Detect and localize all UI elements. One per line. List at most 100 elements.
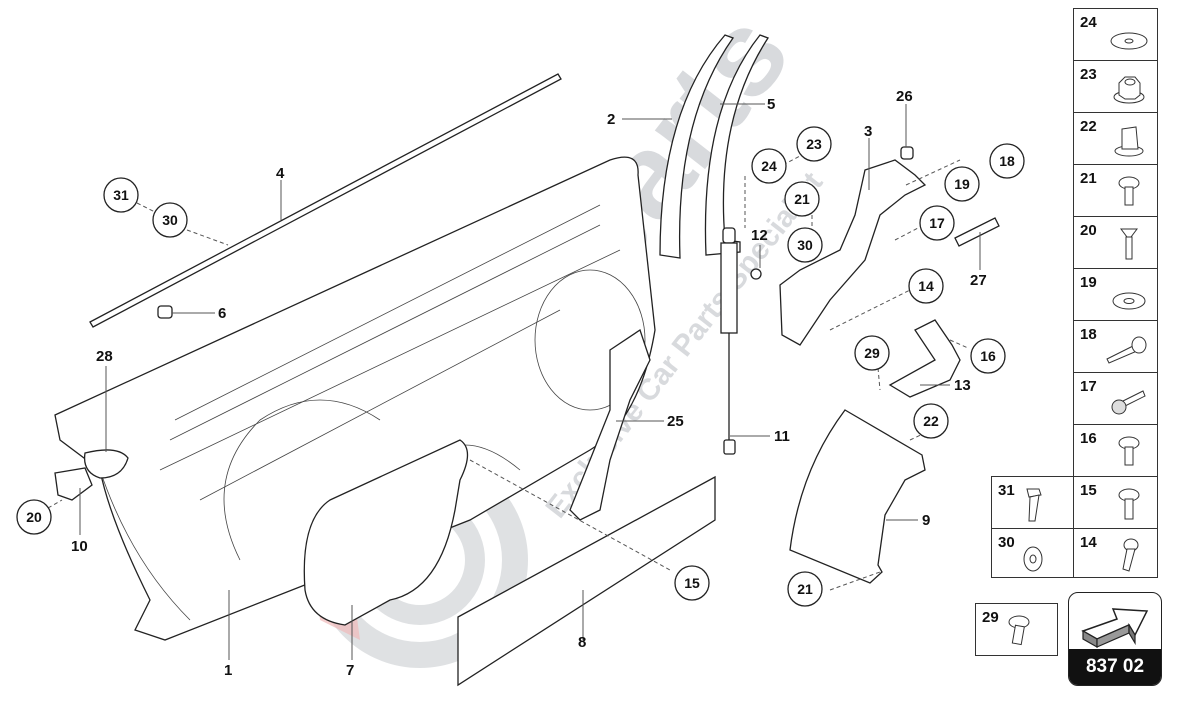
legend-item-21[interactable]: 21: [1073, 164, 1158, 217]
callout-3: 3: [864, 123, 872, 140]
svg-text:31: 31: [113, 187, 129, 203]
washer-icon: [1110, 32, 1148, 50]
legend-item-22[interactable]: 22: [1073, 112, 1158, 165]
bolt-icon: [1106, 336, 1147, 364]
svg-text:17: 17: [929, 215, 945, 231]
svg-text:20: 20: [26, 509, 42, 525]
bolt-with-washer-icon: [1111, 390, 1146, 415]
clip: [157, 305, 173, 319]
torx-screw-icon: [1118, 488, 1140, 520]
callout-circle-30: 30: [152, 202, 188, 238]
door-hinge: [779, 159, 927, 346]
svg-text:21: 21: [797, 581, 813, 597]
legend-item-15[interactable]: 15: [1073, 476, 1158, 529]
callout-circle-23: 23: [796, 126, 832, 162]
callout-27: 27: [970, 272, 987, 289]
legend-item-16[interactable]: 16: [1073, 424, 1158, 477]
torx-screw-icon: [1118, 176, 1140, 206]
next-page-button[interactable]: 837 02: [1068, 592, 1162, 686]
callout-circle-24: 24: [751, 148, 787, 184]
callout-circle-15: 15: [674, 565, 710, 601]
callout-25: 25: [667, 413, 684, 430]
callout-11: 11: [774, 428, 790, 445]
callout-2: 2: [607, 111, 615, 128]
callout-7: 7: [346, 662, 354, 679]
legend-item-31[interactable]: 31: [991, 476, 1074, 529]
callout-4: 4: [276, 165, 285, 182]
hex-bolt-icon: [1026, 488, 1042, 522]
torx-screw-icon: [1118, 436, 1140, 466]
svg-text:15: 15: [684, 575, 700, 591]
torx-screw-icon: [1008, 615, 1030, 646]
bracket: [888, 319, 961, 398]
door-shell: [54, 156, 656, 641]
gas-strut: [720, 227, 738, 455]
callout-8: 8: [578, 634, 586, 651]
callout-circle-17: 17: [919, 205, 955, 241]
callout-circle-31: 31: [103, 177, 139, 213]
arrow-right-icon: [1081, 608, 1149, 649]
legend-item-17[interactable]: 17: [1073, 372, 1158, 425]
svg-text:30: 30: [162, 212, 178, 228]
vapor-barrier: [303, 439, 469, 626]
callout-10: 10: [71, 538, 88, 555]
legend-item-23[interactable]: 23: [1073, 60, 1158, 113]
window-guide: [704, 34, 769, 256]
countersunk-screw-icon: [1120, 228, 1138, 260]
callout-1: 1: [224, 662, 232, 679]
clip-nut-icon: [1114, 126, 1144, 157]
svg-text:18: 18: [999, 153, 1015, 169]
hinge-pin: [954, 217, 1000, 247]
legend-item-18[interactable]: 18: [1073, 320, 1158, 373]
washer-icon: [1023, 546, 1043, 572]
svg-text:19: 19: [954, 176, 970, 192]
sound-insulation-panel: [457, 475, 716, 687]
weatherstrip: [89, 73, 562, 328]
ball-stud: [750, 268, 762, 280]
callout-13: 13: [954, 377, 971, 394]
legend-item-19[interactable]: 19: [1073, 268, 1158, 321]
callout-9: 9: [922, 512, 930, 529]
legend-item-20[interactable]: 20: [1073, 216, 1158, 269]
callout-circle-22: 22: [913, 403, 949, 439]
page-number: 837 02: [1069, 649, 1161, 685]
callout-circle-29: 29: [854, 335, 890, 371]
legend-item-30[interactable]: 30: [991, 528, 1074, 578]
callouts-plain: 1 2 3 4 5 6 7 8 9 10 11 12 13 25 26 27 2…: [71, 88, 987, 679]
callout-12: 12: [751, 227, 768, 244]
callout-circle-30: 30: [787, 227, 823, 263]
callout-28: 28: [96, 348, 113, 365]
svg-text:24: 24: [761, 158, 777, 174]
hinge-bushing: [900, 146, 914, 160]
callout-circle-21: 21: [784, 181, 820, 217]
callout-26: 26: [896, 88, 913, 105]
svg-text:30: 30: [797, 237, 813, 253]
leader-lines: [79, 103, 981, 660]
legend-item-14[interactable]: 14: [1073, 528, 1158, 578]
washer-icon: [1112, 292, 1146, 310]
dashed-leaders: [47, 155, 969, 591]
callout-5: 5: [767, 96, 775, 113]
callout-circle-19: 19: [944, 166, 980, 202]
callout-circle-21: 21: [787, 571, 823, 607]
svg-text:22: 22: [923, 413, 939, 429]
lock-striker: [54, 467, 93, 501]
door-bracket: [569, 328, 651, 521]
svg-text:16: 16: [980, 348, 996, 364]
window-seal: [659, 34, 735, 259]
legend-item-24[interactable]: 24: [1073, 8, 1158, 61]
callout-circle-18: 18: [989, 143, 1025, 179]
callout-circle-16: 16: [970, 338, 1006, 374]
screw-icon: [1122, 538, 1139, 572]
callouts-circled: 31 30 23 24 21 30 18 19 17 14 29 16 22 2…: [16, 126, 1025, 607]
callout-6: 6: [218, 305, 226, 322]
legend-item-29[interactable]: 29: [975, 603, 1058, 656]
striker-cover: [83, 449, 129, 479]
door-pocket-trim: [789, 409, 926, 584]
svg-text:21: 21: [794, 191, 810, 207]
flange-nut-icon: [1113, 76, 1145, 104]
svg-text:14: 14: [918, 278, 934, 294]
callout-circle-14: 14: [908, 268, 944, 304]
callout-circle-20: 20: [16, 499, 52, 535]
